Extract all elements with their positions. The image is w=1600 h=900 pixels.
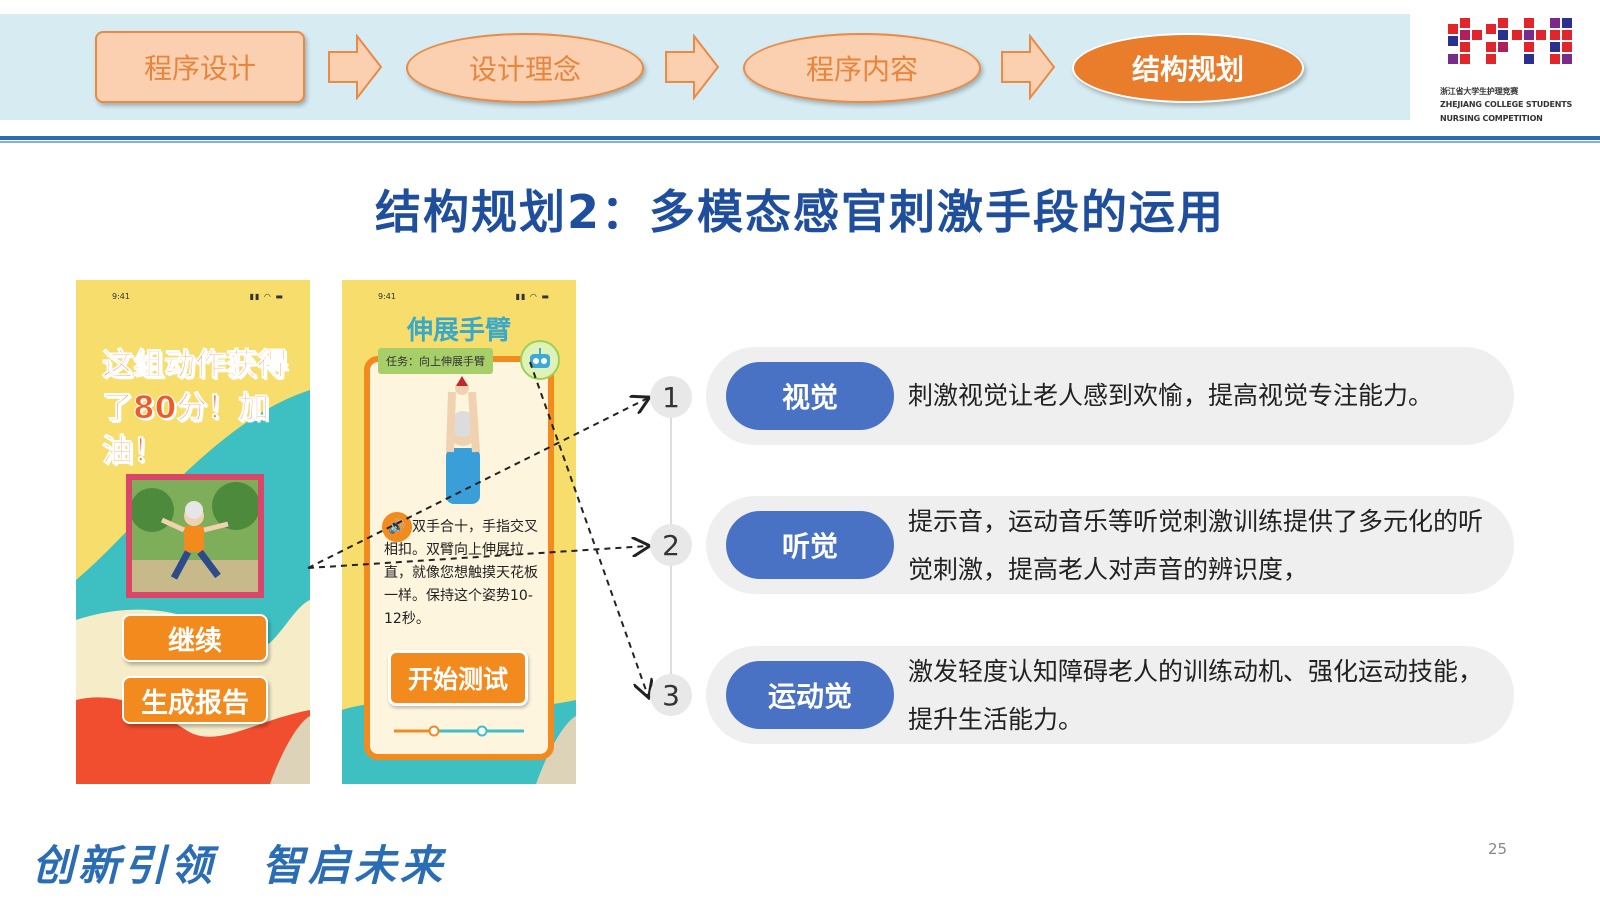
- phone-exercise-screen: 9:41 ▮▮ ◠ ▬ 伸展手臂 任务：向上伸展手臂 🔊 双手合十，手指交叉相扣…: [342, 280, 576, 784]
- status-time: 9:41: [378, 292, 396, 301]
- competition-logo-icon: [1448, 18, 1572, 64]
- arrow-right-icon: [665, 34, 720, 100]
- progress-slider[interactable]: [394, 724, 524, 738]
- step-design-concept[interactable]: 设计理念: [406, 33, 644, 103]
- exercise-photo: [126, 474, 264, 598]
- item-text-visual: 刺激视觉让老人感到欢愉，提高视觉专注能力。: [908, 381, 1434, 410]
- logo-text-en-2: NURSING COMPETITION: [1440, 114, 1543, 123]
- exercise-description: 双手合十，手指交叉相扣。双臂向上伸展拉直，就像您想触摸天花板一样。保持这个姿势1…: [384, 519, 538, 627]
- page-title: 结构规划2：多模态感官刺激手段的运用: [374, 185, 1225, 239]
- logo-text-cn: 浙江省大学生护理竞赛: [1440, 87, 1518, 96]
- sense-item-kinesthetic: 运动觉 激发轻度认知障碍老人的训练动机、强化运动技能，提升生活能力。: [706, 646, 1514, 744]
- robot-assistant-icon[interactable]: [520, 340, 560, 380]
- header-divider: [0, 136, 1600, 140]
- status-icons: ▮▮ ◠ ▬: [249, 292, 284, 301]
- logo-text-en-1: ZHEJIANG COLLEGE STUDENTS: [1440, 100, 1573, 109]
- item-number-1: 1: [650, 376, 692, 418]
- generate-report-button[interactable]: 生成报告: [122, 676, 268, 724]
- tag-kinesthetic: 运动觉: [726, 661, 894, 729]
- step-structure-plan[interactable]: 结构规划: [1072, 33, 1304, 103]
- status-icons: ▮▮ ◠ ▬: [515, 292, 550, 301]
- arm-stretch-illustration-icon: [446, 376, 480, 504]
- tag-visual: 视觉: [726, 362, 894, 430]
- sense-item-auditory: 听觉 提示音，运动音乐等听觉刺激训练提供了多元化的听觉刺激，提高老人对声音的辨识…: [706, 496, 1514, 594]
- step-program-design[interactable]: 程序设计: [95, 31, 305, 103]
- item-number-3: 3: [650, 674, 692, 716]
- phone-score-screen: 9:41 ▮▮ ◠ ▬ 这组动作获得了80分！加油！ 继续 生成报告: [76, 280, 310, 784]
- header-divider-thin: [0, 141, 1600, 143]
- elderly-exercise-illustration-icon: [130, 480, 260, 592]
- exercise-title: 伸展手臂: [406, 316, 511, 346]
- tag-auditory: 听觉: [726, 511, 894, 579]
- page-number: 25: [1488, 840, 1508, 858]
- item-text-kinesthetic: 激发轻度认知障碍老人的训练动机、强化运动技能，提升生活能力。: [908, 657, 1484, 734]
- item-number-2: 2: [650, 524, 692, 566]
- sense-item-visual: 视觉 刺激视觉让老人感到欢愉，提高视觉专注能力。: [706, 347, 1514, 445]
- score-message: 这组动作获得了80分！加油！: [102, 347, 289, 470]
- step-program-content[interactable]: 程序内容: [743, 33, 981, 103]
- status-time: 9:41: [112, 292, 130, 301]
- slogan: 创新引领 智启未来: [32, 841, 447, 890]
- start-test-button[interactable]: 开始测试: [388, 650, 528, 706]
- item-text-auditory: 提示音，运动音乐等听觉刺激训练提供了多元化的听觉刺激，提高老人对声音的辨识度，: [908, 507, 1484, 584]
- continue-button[interactable]: 继续: [122, 614, 268, 662]
- task-label: 任务：向上伸展手臂: [378, 348, 493, 374]
- arrow-right-icon: [328, 34, 383, 100]
- arrow-right-icon: [1001, 34, 1056, 100]
